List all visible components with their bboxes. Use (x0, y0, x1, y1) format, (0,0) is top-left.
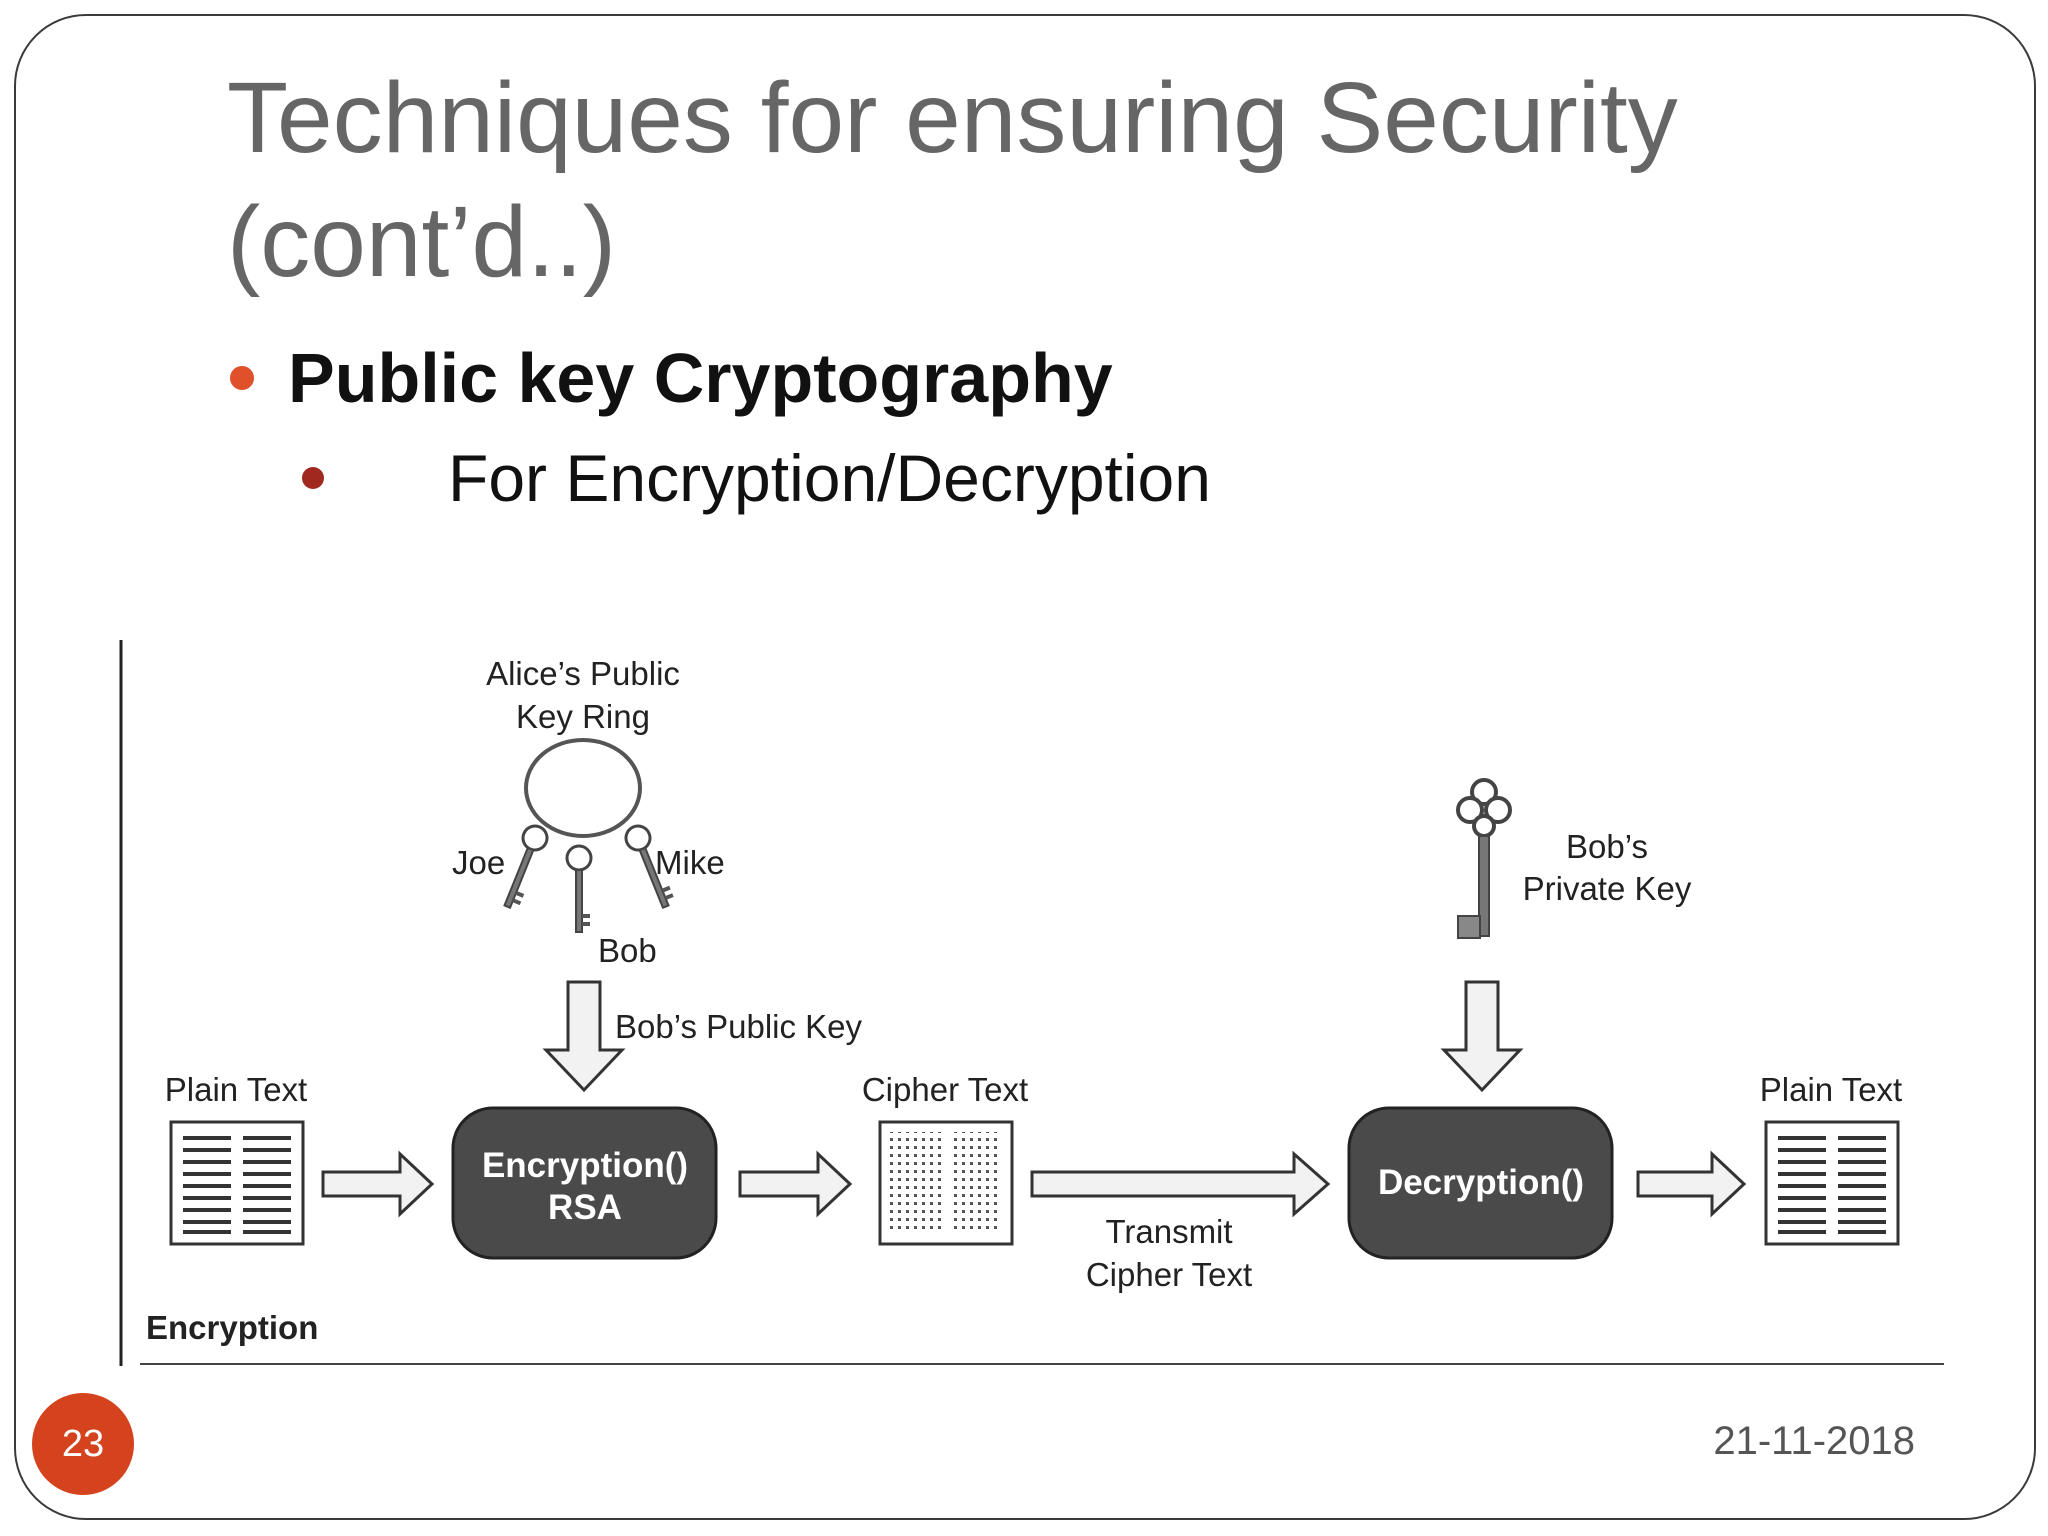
plain-text-document-icon (169, 1120, 305, 1246)
page-number-badge: 23 (32, 1393, 134, 1495)
key-ring-icon (494, 738, 679, 934)
down-arrow-icon (1440, 980, 1524, 1093)
page-number: 23 (61, 1422, 105, 1465)
key-label-joe: Joe (452, 844, 505, 881)
encryption-box-label-line2: RSA (548, 1188, 622, 1227)
bullet-dot (230, 366, 254, 390)
slide-frame (14, 14, 2036, 1520)
private-key-label-line2: Private Key (1523, 870, 1692, 907)
sub-bullet-dot (302, 467, 324, 489)
plain-text-document-icon (1764, 1120, 1900, 1246)
plain-text-left-label: Plain Text (165, 1071, 307, 1108)
key-ring-label-line1: Alice’s Public (486, 655, 680, 692)
bullet-text: Public key Cryptography (288, 339, 1113, 417)
plain-text-right-label: Plain Text (1760, 1071, 1902, 1108)
key-label-bob: Bob (598, 932, 657, 969)
transmit-arrow-icon (1030, 1150, 1331, 1218)
bullet-level-2: For Encryption/Decryption (302, 440, 1211, 516)
bobs-public-key-label: Bob’s Public Key (615, 1008, 863, 1045)
transmit-label-line1: Transmit (1105, 1213, 1232, 1250)
bullet-level-1: Public key Cryptography (230, 338, 1113, 418)
right-arrow-icon (738, 1150, 853, 1218)
title-line-1: Techniques for ensuring Security (227, 62, 1678, 174)
cipher-text-document-icon (878, 1120, 1014, 1246)
right-arrow-icon (1636, 1150, 1747, 1218)
right-arrow-icon (321, 1150, 435, 1218)
diagram-caption: Encryption (146, 1309, 318, 1346)
slide-date: 21-11-2018 (1713, 1419, 1915, 1463)
encryption-process-box (451, 1106, 718, 1260)
decryption-box-label: Decryption() (1378, 1163, 1584, 1202)
title-line-2: (cont’d..) (227, 186, 617, 298)
key-label-mike: Mike (655, 844, 725, 881)
key-ring-label-line2: Key Ring (516, 698, 650, 735)
decryption-process-box (1347, 1106, 1614, 1260)
sub-bullet-text: For Encryption/Decryption (448, 441, 1211, 515)
private-key-label-line1: Bob’s (1566, 828, 1648, 865)
cipher-text-label: Cipher Text (862, 1071, 1028, 1108)
encryption-box-label-line1: Encryption() (482, 1146, 688, 1185)
transmit-label-line2: Cipher Text (1086, 1256, 1252, 1293)
slide-title: Techniques for ensuring Security (cont’d… (227, 56, 1927, 304)
down-arrow-icon (542, 980, 626, 1093)
private-key-icon (1456, 778, 1512, 939)
